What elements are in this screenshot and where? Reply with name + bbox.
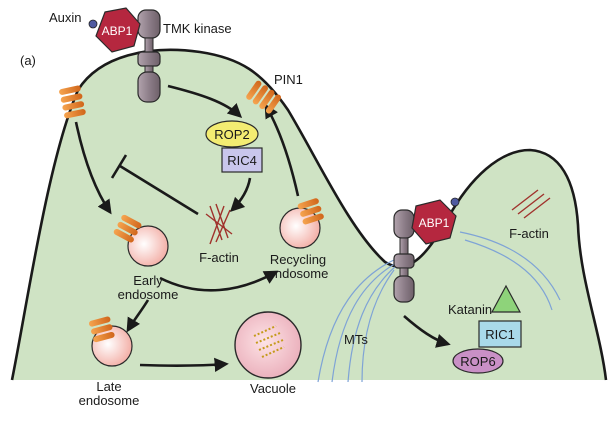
pin1-transporter-top — [246, 80, 282, 114]
label-late-endosome-1: Late — [96, 379, 121, 394]
factin-left — [205, 203, 233, 245]
label-ric4: RIC4 — [227, 153, 257, 168]
ric4-protein — [221, 147, 263, 173]
abp1-protein-right — [411, 199, 457, 245]
label-rop6: ROP6 — [460, 354, 495, 369]
vacuole — [234, 311, 302, 379]
katanin-protein — [490, 284, 522, 313]
label-mts: MTs — [344, 332, 368, 347]
auxin-molecule-right — [450, 197, 460, 207]
label-recycling-endosome-1: Recycling — [270, 252, 326, 267]
auxin-molecule-top — [88, 19, 98, 29]
late-endosome — [88, 316, 133, 367]
factin-right — [511, 189, 551, 219]
label-tmk-kinase: TMK kinase — [163, 21, 232, 36]
arrow-early-to-late — [126, 299, 150, 333]
inhibition-bar — [110, 154, 128, 179]
microtubules — [317, 231, 561, 383]
rop6-protein — [452, 348, 504, 374]
arrow-late-to-vacuole — [139, 357, 229, 373]
label-recycling-endosome-2: endosome — [268, 266, 329, 281]
ric1-protein — [478, 320, 522, 348]
arrow-early-to-recycling — [159, 270, 279, 292]
label-early-endosome-2: endosome — [118, 287, 179, 302]
abp1-receptor-right — [393, 209, 415, 303]
label-factin-right: F-actin — [509, 226, 549, 241]
arrow-pm-to-early-endosome — [74, 121, 112, 215]
arrow-tmk-to-rop2 — [167, 84, 243, 118]
recycling-endosome — [279, 198, 324, 249]
label-abp1-top: ABP1 — [102, 24, 133, 38]
pathway-arrows — [74, 84, 451, 373]
label-auxin: Auxin — [49, 10, 82, 25]
label-vacuole: Vacuole — [250, 381, 296, 396]
early-endosome — [113, 214, 169, 267]
arrow-ric4-to-factin — [229, 177, 252, 213]
tmk-kinase-receptor — [137, 9, 161, 103]
label-pin1: PIN1 — [274, 72, 303, 87]
label-early-endosome-1: Early — [133, 273, 163, 288]
pin1-transporter-left — [59, 85, 86, 119]
label-factin-left: F-actin — [199, 250, 239, 265]
abp1-protein-top — [95, 7, 141, 53]
label-abp1-right: ABP1 — [419, 216, 450, 230]
label-rop2: ROP2 — [214, 127, 249, 142]
arrow-abp1-to-rop6 — [403, 315, 451, 348]
label-katanin: Katanin — [448, 302, 492, 317]
rop2-protein — [205, 120, 259, 148]
inhibition-line — [119, 164, 199, 216]
label-late-endosome-2: endosome — [79, 393, 140, 408]
label-ric1: RIC1 — [485, 327, 515, 342]
arrow-recycling-to-pin1 — [264, 103, 300, 197]
panel-label: (a) — [20, 53, 36, 68]
